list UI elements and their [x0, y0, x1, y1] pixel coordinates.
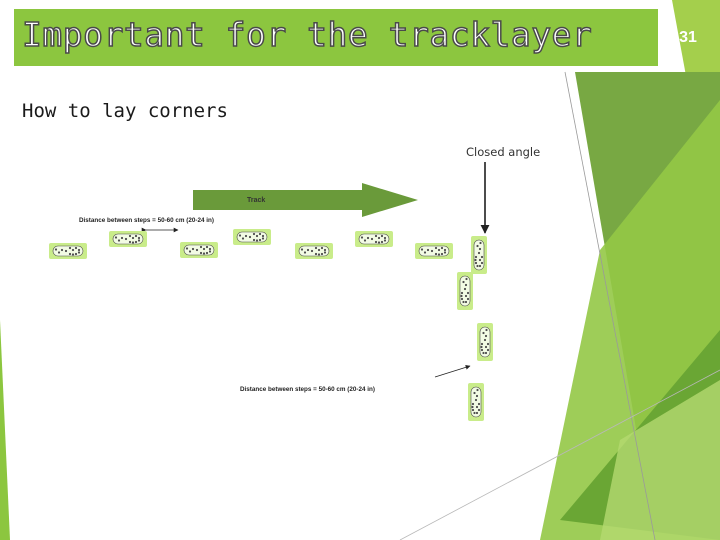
- track-direction-arrow: [193, 183, 418, 217]
- distance-label-top: Distance between steps = 50-60 cm (20-24…: [79, 217, 214, 224]
- decor-line-1: [564, 71, 656, 540]
- footprint: [49, 243, 87, 259]
- decor-shape-light: [600, 380, 720, 540]
- footprint: [109, 231, 147, 247]
- page-number: 31: [679, 29, 697, 46]
- footprint: [295, 243, 333, 259]
- footprint: [468, 383, 484, 421]
- slide-subtitle: How to lay corners: [22, 100, 228, 122]
- title-bar: Important for the tracklayer: [14, 9, 658, 66]
- footprint: [471, 236, 487, 274]
- footprint: [477, 323, 493, 361]
- slide-title: Important for the tracklayer: [21, 14, 593, 55]
- distance-arrow-bottom: [434, 365, 471, 378]
- closed-angle-label: Closed angle: [466, 145, 541, 159]
- footprint: [457, 272, 473, 310]
- decor-shape-left: [0, 320, 10, 540]
- distance-label-bottom: Distance between steps = 50-60 cm (20-24…: [240, 386, 375, 393]
- footprint: [233, 229, 271, 245]
- footprint: [355, 231, 393, 247]
- track-label: Track: [247, 197, 265, 204]
- decor-line-2: [399, 369, 720, 540]
- footprint: [415, 243, 453, 259]
- footprint: [180, 242, 218, 258]
